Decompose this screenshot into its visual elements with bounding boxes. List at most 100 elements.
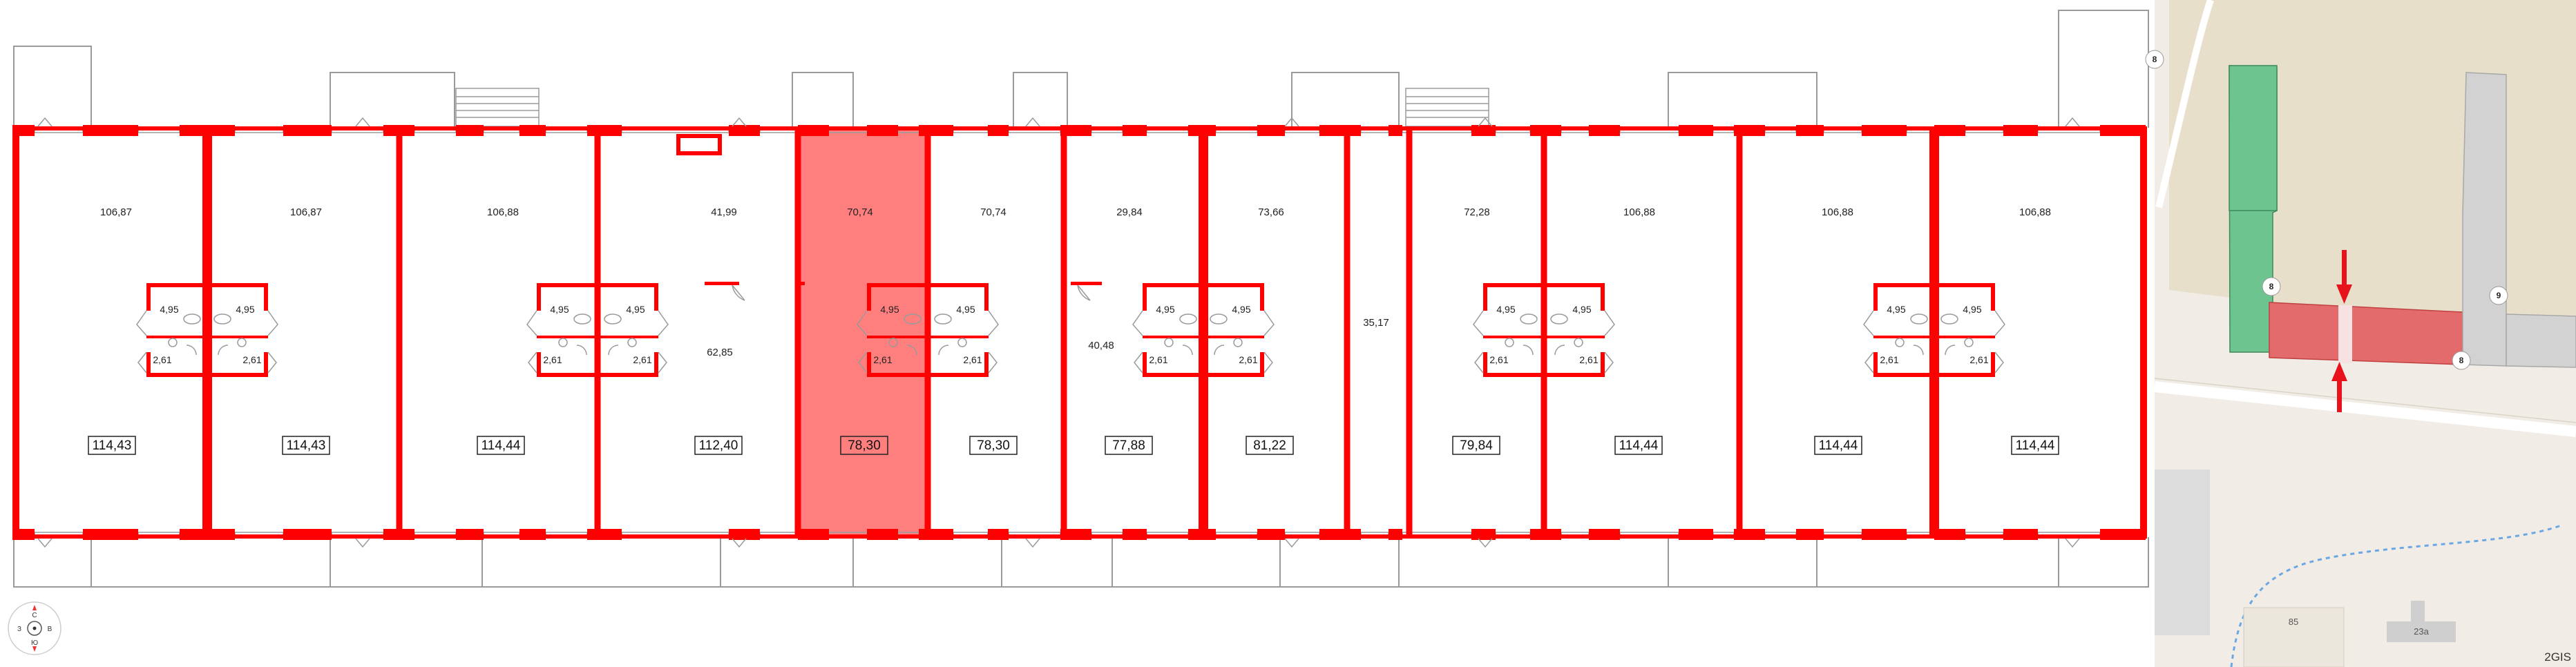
map-road-curve-left: [2155, 0, 2214, 209]
partition-walls: [202, 126, 1939, 539]
wall-pier-top: [1060, 125, 1091, 136]
partition-wall: [1929, 126, 1939, 539]
unit-total-label[interactable]: 114,44: [477, 436, 525, 455]
unit-total-value: 78,30: [848, 438, 881, 453]
map-house-badge[interactable]: 8: [2145, 50, 2164, 69]
unit-total-value: 114,43: [93, 438, 132, 453]
wall-pier-bottom: [867, 529, 898, 540]
bath-area-label: 2,61: [1149, 354, 1167, 365]
wall-pier-bottom: [1060, 529, 1091, 540]
map-house-number: 8: [2459, 356, 2464, 365]
unit-total-label[interactable]: 114,44: [1614, 436, 1663, 455]
door-swings: [37, 117, 2080, 548]
partition-wall: [594, 126, 601, 539]
compass-inner-ring: [27, 621, 42, 636]
unit-total-value: 114,43: [287, 438, 326, 453]
bath-area-label: 2,61: [1880, 354, 1898, 365]
compass-needle-icon: [32, 605, 37, 610]
wall-pier-bottom: [1319, 529, 1361, 540]
unit-total-value: 81,22: [1253, 438, 1286, 453]
partition-wall: [1736, 126, 1743, 539]
wall-pier-top: [2003, 125, 2038, 136]
entry-door: [1284, 117, 1299, 548]
unit-total-label-selected[interactable]: 78,30: [840, 436, 888, 455]
map-building-grey-right[interactable]: [2506, 313, 2576, 368]
partition-wall: [202, 126, 212, 539]
unit-total-value: 114,44: [1619, 438, 1659, 453]
unit-total-value: 114,44: [1819, 438, 1858, 453]
room-area-label: 106,88: [1623, 206, 1655, 218]
unit-total-label[interactable]: 114,44: [1814, 436, 1862, 455]
map-house-badge[interactable]: 9: [2489, 286, 2508, 305]
unit-total-label[interactable]: 114,44: [2011, 436, 2059, 455]
partition-wall: [1199, 126, 1208, 539]
bath-area-label: 4,95: [160, 304, 178, 315]
unit-total-label[interactable]: 114,43: [282, 436, 330, 455]
partition-stub: [1071, 282, 1102, 285]
bath-area-label: 4,95: [236, 304, 254, 315]
compass-center: [32, 626, 37, 630]
wall-pier-top: [2100, 125, 2146, 136]
unit-total-value: 78,30: [977, 438, 1010, 453]
unit-total-label[interactable]: 114,43: [88, 436, 136, 455]
unit-total-label[interactable]: 77,88: [1105, 436, 1153, 455]
wall-pier-top: [283, 125, 332, 136]
bath-area-label: 2,61: [1579, 354, 1598, 365]
wall-pier-top: [1862, 125, 1907, 136]
bath-area-label: 4,95: [550, 304, 569, 315]
stairs-left: [455, 88, 540, 127]
map-road-main: [2154, 381, 2576, 437]
partition-wall: [794, 126, 801, 539]
outline-left-bottom: [13, 537, 92, 588]
unit-total-label[interactable]: 78,30: [969, 436, 1018, 455]
unit-total-label[interactable]: 81,22: [1246, 436, 1294, 455]
wall-pier-bottom: [729, 529, 760, 540]
unit-total-label[interactable]: 79,84: [1452, 436, 1500, 455]
wall-pier-bottom: [1389, 529, 1402, 540]
unit-total-labels: 114,43 114,43 114,44 112,40 78,30 78,30 77,88 8…: [88, 436, 2059, 455]
wall-pier-top: [1934, 125, 1965, 136]
wall-pier-bottom: [83, 529, 138, 540]
wall-pier-top: [1319, 125, 1361, 136]
wall-pier-bottom: [1796, 529, 1824, 540]
compass-rose: С Ю З В: [8, 601, 61, 655]
outline-porch-1: [330, 72, 455, 128]
map-house-badge[interactable]: 8: [2262, 277, 2281, 296]
unit-total-label[interactable]: 112,40: [694, 436, 743, 455]
bath-area-label: 2,61: [1969, 354, 1988, 365]
partition-stub: [798, 282, 805, 285]
wall-pier-top: [519, 125, 546, 136]
unit-total-value: 79,84: [1460, 438, 1493, 453]
map-brand-logo: 2GIS: [2544, 650, 2571, 664]
wall-pier-top: [988, 125, 1009, 136]
outline-bottom-1: [330, 537, 483, 588]
map-block-label-23a: 23а: [2414, 626, 2429, 637]
outline-porch-5: [1668, 72, 1817, 128]
map-building-target[interactable]: [2269, 302, 2463, 365]
outline-porch-3: [1013, 72, 1068, 128]
compass-east: В: [48, 626, 53, 633]
wall-pier-bottom: [587, 529, 622, 540]
bath-area-label: 2,61: [1489, 354, 1508, 365]
room-area-label: 35,17: [1363, 317, 1389, 329]
map-lot-building-notch: [2411, 601, 2425, 625]
compass-north: С: [32, 612, 37, 619]
exterior-outlines: [13, 10, 2149, 588]
bath-area-label: 2,61: [633, 354, 651, 365]
partition-wall: [924, 126, 931, 539]
wall-pier-top: [456, 125, 484, 136]
bath-area-label: 4,95: [1963, 304, 1981, 315]
map-house-badge[interactable]: 8: [2452, 351, 2471, 370]
map-building-grey-tall[interactable]: [2462, 72, 2507, 367]
outline-bottom-3: [1001, 537, 1113, 588]
room-area-label: 40,48: [1088, 340, 1114, 351]
bath-area-label: 2,61: [153, 354, 171, 365]
wall-pier-top: [919, 125, 953, 136]
